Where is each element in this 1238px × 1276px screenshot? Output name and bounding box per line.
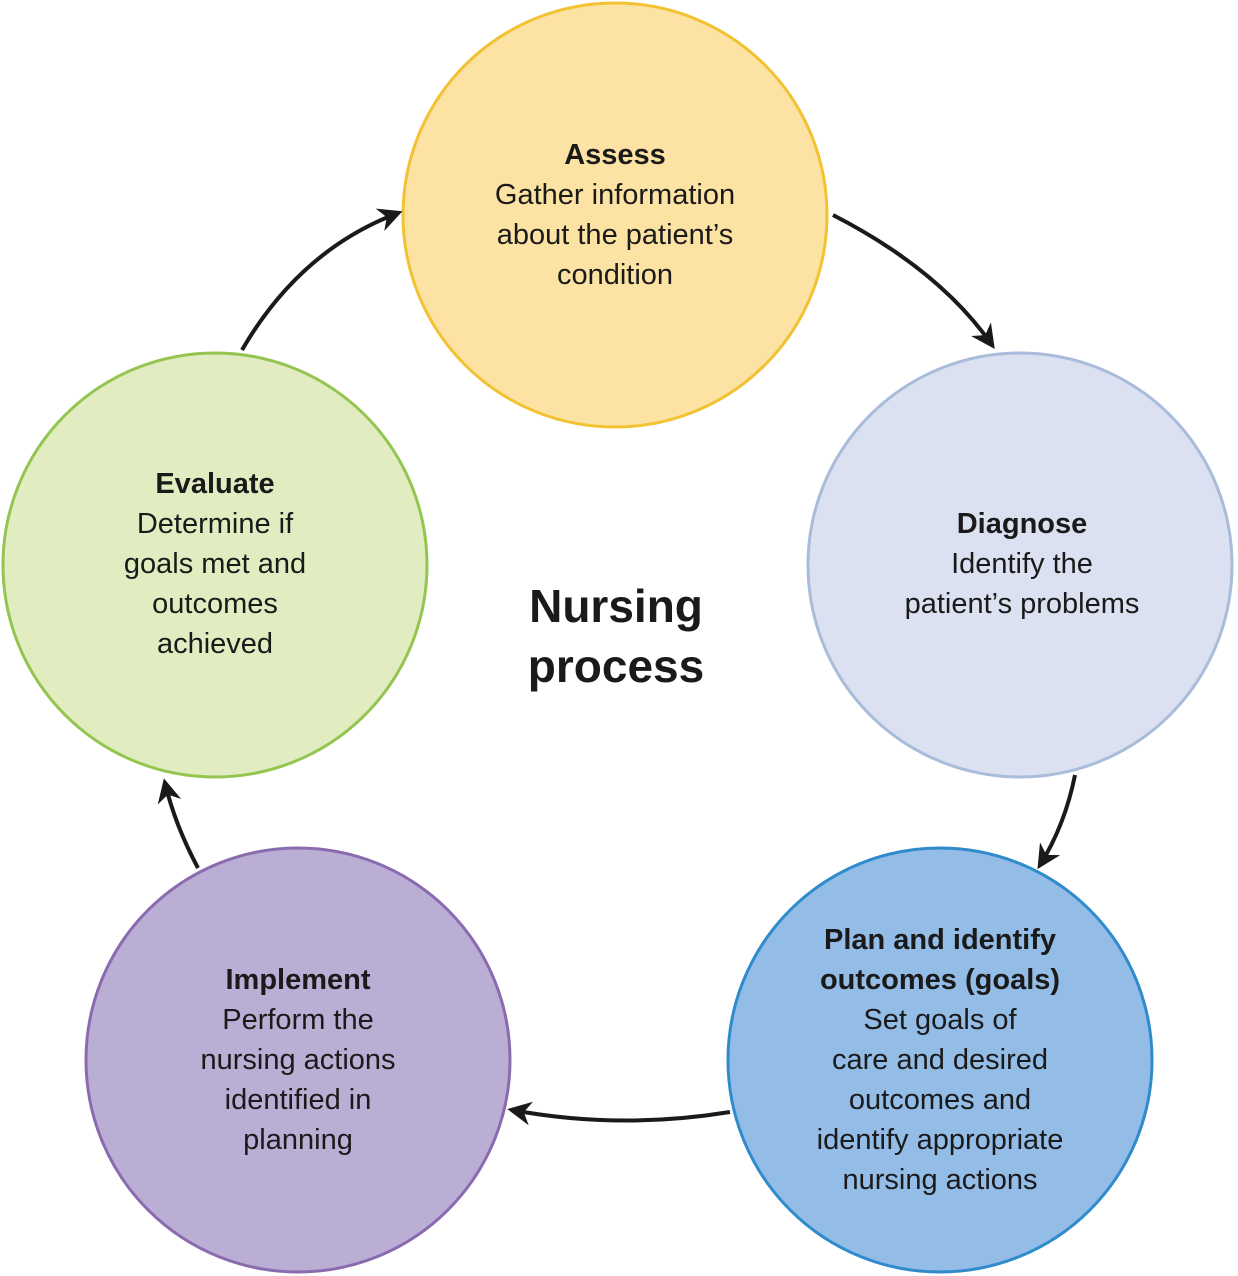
plan-desc-line: identify appropriate [816, 1124, 1064, 1156]
assess-desc-line: condition [556, 259, 674, 291]
evaluate-desc-line: achieved [156, 628, 274, 660]
assess-circle [401, 1, 829, 429]
assess-title: Assess [564, 139, 666, 171]
plan-title-line: Plan and identify [823, 924, 1057, 956]
evaluate-circle [1, 351, 429, 779]
plan-desc-line: care and desired [831, 1044, 1049, 1076]
implement-desc-line: Perform the [222, 1004, 374, 1036]
evaluate-desc-line: Determine if [136, 508, 294, 540]
arrow-implement-to-evaluate [157, 778, 200, 869]
plan-node: Plan and identify outcomes (goals) Set g… [770, 920, 1110, 1200]
plan-desc-line: outcomes and [848, 1084, 1032, 1116]
implement-desc-line: planning [243, 1124, 353, 1156]
center-label: Nursing process [466, 576, 766, 696]
plan-circle [726, 846, 1154, 1274]
implement-node: Implement Perform the nursing actions id… [138, 960, 458, 1160]
arrow-diagnose-to-plan [1037, 774, 1077, 870]
implement-desc-line: nursing actions [200, 1044, 396, 1076]
arrow-plan-to-implement [507, 1101, 731, 1126]
arrow-assess-to-diagnose [832, 213, 995, 349]
evaluate-node: Evaluate Determine if goals met and outc… [55, 464, 375, 664]
assess-node: Assess Gather information about the pati… [455, 135, 775, 295]
evaluate-title: Evaluate [155, 468, 275, 500]
implement-circle [84, 846, 512, 1274]
diagnose-title: Diagnose [956, 508, 1088, 540]
plan-desc-line: nursing actions [842, 1164, 1038, 1196]
diagnose-desc-line: patient’s problems [904, 588, 1140, 620]
evaluate-desc-line: outcomes [152, 588, 278, 620]
evaluate-desc-line: goals met and [123, 548, 307, 580]
assess-desc-line: Gather information [494, 179, 736, 211]
implement-title: Implement [225, 964, 371, 996]
implement-desc-line: identified in [224, 1084, 372, 1116]
plan-desc-line: Set goals of [863, 1004, 1017, 1036]
diagnose-circle [806, 351, 1234, 779]
diagnose-desc-line: Identify the [951, 548, 1093, 580]
arrow-evaluate-to-assess [240, 208, 403, 352]
assess-desc-line: about the patient’s [496, 219, 734, 251]
center-label-line: process [527, 640, 705, 692]
diagnose-node: Diagnose Identify the patient’s problems [862, 504, 1182, 624]
plan-title-line: outcomes (goals) [819, 964, 1061, 996]
center-label-line: Nursing [529, 580, 703, 632]
